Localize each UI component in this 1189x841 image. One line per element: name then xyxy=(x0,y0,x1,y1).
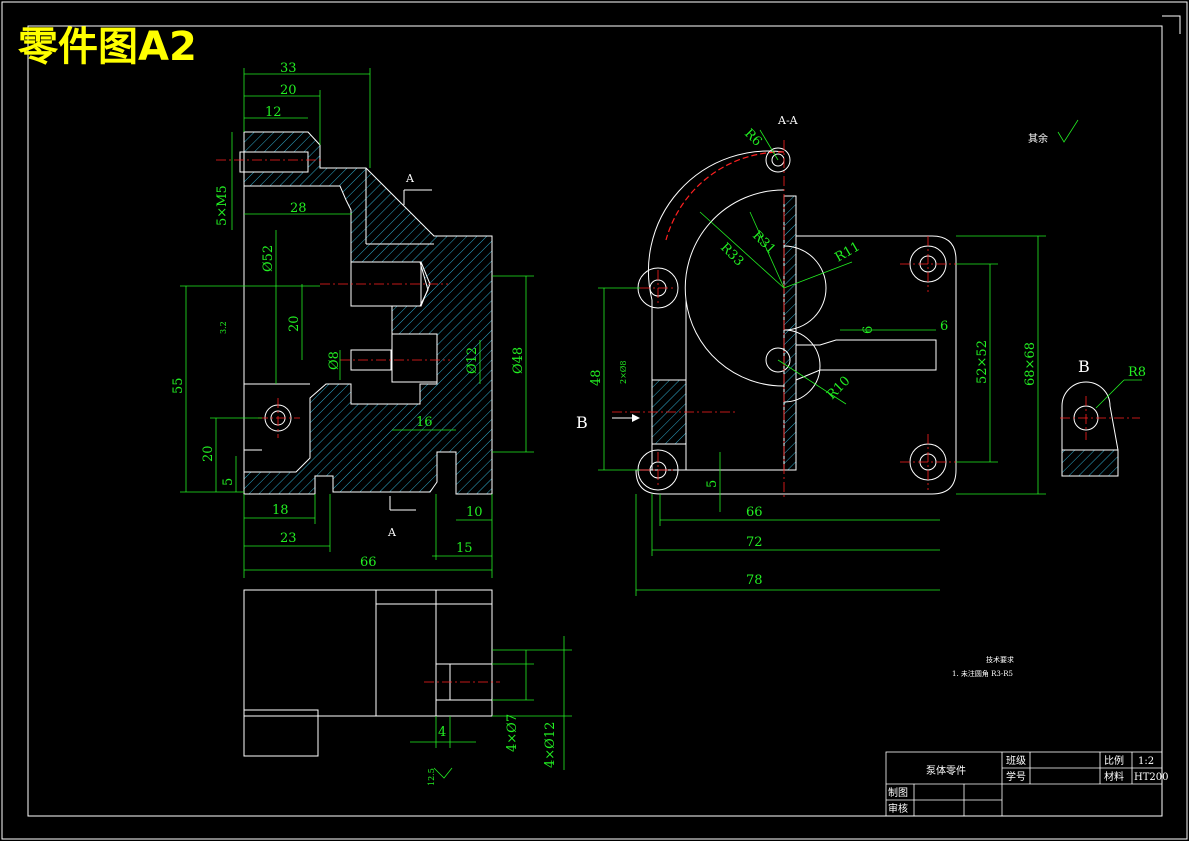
dim-5-low: 5 xyxy=(221,478,236,486)
title-block-part-name: 泵体零件 xyxy=(926,765,966,777)
dim-10: 10 xyxy=(466,505,483,520)
dim-phi12: Ø12 xyxy=(465,347,480,374)
dim-78: 78 xyxy=(746,573,763,588)
dim-66-front: 66 xyxy=(360,555,377,570)
roughness-12-5: 12.5 xyxy=(427,768,436,786)
dim-r33: R33 xyxy=(717,240,746,269)
dim-2xphi8: 2×Ø8 xyxy=(619,361,628,384)
dim-phi48: Ø48 xyxy=(511,347,526,374)
section-label-a-a: A-A xyxy=(777,114,799,127)
dim-20-low: 20 xyxy=(201,445,216,462)
section-a-a-view: A-A xyxy=(576,114,1046,596)
dim-5xm5: 5×M5 xyxy=(215,185,230,226)
dim-r8: R8 xyxy=(1128,365,1146,380)
dim-16: 16 xyxy=(416,415,433,430)
tech-notes-line1: 1. 未注圆角 R3-R5 xyxy=(952,669,1013,678)
tech-notes-heading: 技术要求 xyxy=(986,655,1014,664)
dim-48: 48 xyxy=(589,369,604,386)
dim-28: 28 xyxy=(290,201,307,216)
dim-15: 15 xyxy=(456,541,473,556)
dim-4xphi7: 4×Ø7 xyxy=(505,714,520,752)
dim-72: 72 xyxy=(746,535,763,550)
front-section-view: A A 33 20 12 28 5×M5 xyxy=(171,61,534,578)
title-block-scale-label: 比例 xyxy=(1104,754,1124,767)
dim-68x68: 68×68 xyxy=(1023,342,1038,386)
title-block-checked-label: 审核 xyxy=(888,802,908,815)
dim-52x52: 52×52 xyxy=(975,340,990,384)
dim-r31: R31 xyxy=(749,228,778,257)
title-block-drawn-label: 制图 xyxy=(888,786,908,799)
roughness-3-2: 3.2 xyxy=(219,321,228,334)
roughness-symbol-icon xyxy=(1057,119,1079,143)
dim-6-horz: 6 xyxy=(940,319,948,334)
view-b-label-right: B xyxy=(1078,357,1090,376)
dim-33: 33 xyxy=(280,61,297,76)
title-block-scale-value: 1:2 xyxy=(1138,756,1154,767)
dim-r11: R11 xyxy=(833,239,863,265)
dim-23: 23 xyxy=(280,531,297,546)
dim-20-top: 20 xyxy=(280,83,297,98)
cut-label-a-top: A xyxy=(405,172,415,185)
bottom-view: 4 4×Ø7 4×Ø12 12.5 xyxy=(243,589,572,786)
title-block-material-value: HT200 xyxy=(1134,772,1168,783)
dim-20-mid: 20 xyxy=(287,315,302,332)
dim-4xphi12: 4×Ø12 xyxy=(543,722,558,768)
dim-4: 4 xyxy=(438,725,446,740)
dim-phi52: Ø52 xyxy=(261,245,276,272)
title-block-id-label: 学号 xyxy=(1006,770,1026,783)
dim-55: 55 xyxy=(171,377,186,394)
title-block: 泵体零件 班级 学号 比例 1:2 材料 HT200 制图 审核 xyxy=(885,751,1168,817)
view-b-label-left: B xyxy=(576,413,588,432)
drawing-title: 零件图A2 xyxy=(18,24,197,70)
title-block-material-label: 材料 xyxy=(1104,770,1124,783)
dim-12: 12 xyxy=(265,105,282,120)
dim-5-section: 5 xyxy=(705,480,720,488)
dim-66-section: 66 xyxy=(746,505,763,520)
inner-frame xyxy=(27,25,1163,817)
cut-label-a-bottom: A xyxy=(387,526,397,539)
detail-b-view: B R8 xyxy=(1060,357,1146,477)
surface-note: 其余 xyxy=(1028,132,1048,145)
dim-r6: R6 xyxy=(741,126,764,149)
title-block-class-label: 班级 xyxy=(1006,755,1026,767)
dim-phi8: Ø8 xyxy=(327,351,342,370)
dim-r10: R10 xyxy=(824,374,853,403)
corner-mark xyxy=(1162,15,1181,34)
dim-18: 18 xyxy=(272,503,289,518)
